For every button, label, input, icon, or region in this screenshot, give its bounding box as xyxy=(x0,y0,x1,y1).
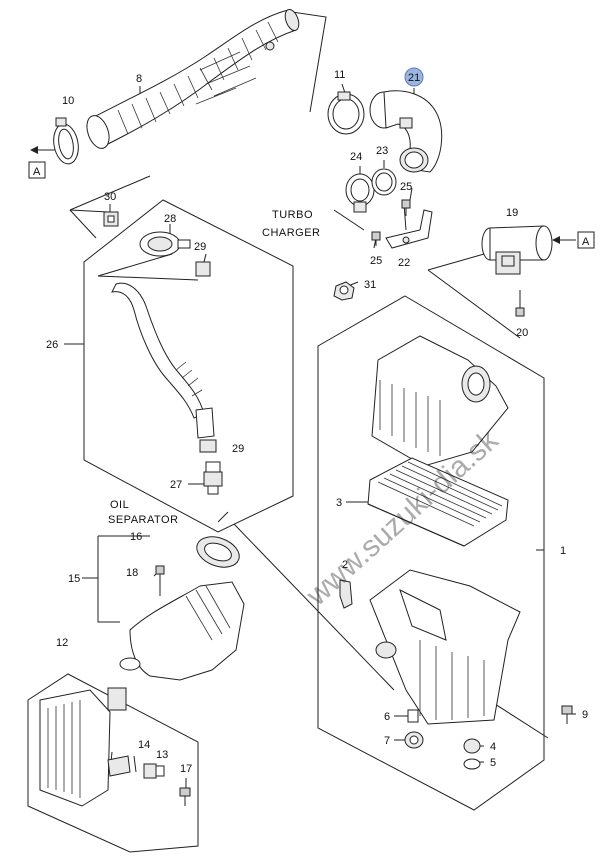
callout-14[interactable]: 14 xyxy=(138,739,150,751)
ref-box-right xyxy=(577,231,595,249)
air-filter-element xyxy=(367,457,509,547)
group-outline-oil-separator-box xyxy=(27,673,199,853)
callout-27[interactable]: 27 xyxy=(170,479,182,491)
bracket-22 xyxy=(385,209,433,249)
screw-9 xyxy=(561,705,573,724)
valve-27 xyxy=(203,461,223,495)
note-turbo-line2: CHARGER xyxy=(262,227,321,239)
screw-20 xyxy=(515,300,525,317)
intake-duct-15 xyxy=(119,581,245,681)
callout-9[interactable]: 9 xyxy=(582,709,588,721)
callout-20[interactable]: 20 xyxy=(516,327,528,339)
callout-7[interactable]: 7 xyxy=(384,735,390,747)
ref-box-left xyxy=(28,161,46,179)
air-cleaner-case xyxy=(369,569,521,725)
callout-5[interactable]: 5 xyxy=(490,757,496,769)
callout-22[interactable]: 22 xyxy=(398,257,410,269)
callout-11[interactable]: 11 xyxy=(334,69,345,81)
callout-26[interactable]: 26 xyxy=(46,339,58,351)
air-flow-sensor xyxy=(481,225,553,275)
oil-separator-12 xyxy=(39,687,127,807)
bushing-6 xyxy=(407,709,419,723)
note-oil-line1: OIL xyxy=(110,499,129,511)
callout-2[interactable]: 2 xyxy=(342,559,348,571)
callout-18[interactable]: 18 xyxy=(126,567,138,579)
callout-1[interactable]: 1 xyxy=(560,545,566,557)
grommet-4 xyxy=(463,738,481,754)
seal-16 xyxy=(196,536,240,568)
ref-label-left: A xyxy=(33,166,41,178)
callout-29b[interactable]: 29 xyxy=(232,443,244,455)
hose-clamp-24 xyxy=(345,173,375,213)
callout-17[interactable]: 17 xyxy=(180,763,192,775)
callout-8[interactable]: 8 xyxy=(136,73,142,85)
o-ring-23 xyxy=(371,168,397,196)
callout-12[interactable]: 12 xyxy=(56,637,68,649)
callout-13[interactable]: 13 xyxy=(156,749,168,761)
grommet-7 xyxy=(404,731,424,749)
callout-15[interactable]: 15 xyxy=(68,573,80,585)
callout-28[interactable]: 28 xyxy=(164,213,176,225)
connector-28 xyxy=(139,231,191,257)
callouts: 1 2 3 4 5 6 7 8 9 10 11 12 13 14 15 16 1… xyxy=(46,69,588,775)
intake-hose xyxy=(86,8,300,149)
callout-16[interactable]: 16 xyxy=(130,531,142,543)
bolt-25-lower xyxy=(371,231,381,246)
air-cleaner-cap xyxy=(371,335,509,467)
callout-25a[interactable]: 25 xyxy=(400,181,412,193)
group-outline-oil-separator-hose xyxy=(83,199,294,533)
callout-3[interactable]: 3 xyxy=(336,497,342,509)
note-oil-line2: SEPARATOR xyxy=(108,514,179,526)
breather-hose-26 xyxy=(111,282,215,439)
callout-6[interactable]: 6 xyxy=(384,711,390,723)
ref-label-right: A xyxy=(582,236,590,248)
turbo-inlet-pipe xyxy=(369,90,443,173)
callout-23[interactable]: 23 xyxy=(376,145,388,157)
ring-5 xyxy=(463,758,481,770)
hose-clamp-11 xyxy=(327,91,365,135)
callout-21[interactable]: 21 xyxy=(408,72,420,84)
callout-25b[interactable]: 25 xyxy=(370,255,382,267)
clip-29-upper xyxy=(195,261,211,277)
clip-29-lower xyxy=(199,439,217,453)
callout-19[interactable]: 19 xyxy=(506,207,518,219)
nut-13 xyxy=(143,763,165,779)
fitting-14 xyxy=(107,755,131,777)
callout-29a[interactable]: 29 xyxy=(194,241,206,253)
highlight-marker xyxy=(404,67,424,87)
callout-30[interactable]: 30 xyxy=(104,191,116,203)
bolt-25-upper xyxy=(401,199,411,216)
callout-10[interactable]: 10 xyxy=(62,95,74,107)
arrow-to-ref-left xyxy=(30,146,54,154)
bolt-18 xyxy=(155,565,165,596)
callout-24[interactable]: 24 xyxy=(350,151,362,163)
grommet-31 xyxy=(333,281,355,301)
bolt-17 xyxy=(179,787,191,806)
hose-clamp-10 xyxy=(53,117,79,165)
arrow-to-ref-right xyxy=(552,236,576,244)
group-outline-air-cleaner xyxy=(317,295,545,811)
callout-4[interactable]: 4 xyxy=(490,741,496,753)
note-turbo-line1: TURBO xyxy=(272,209,313,221)
clip-30 xyxy=(103,211,119,227)
clip-2 xyxy=(339,579,353,609)
callout-31[interactable]: 31 xyxy=(364,279,376,291)
